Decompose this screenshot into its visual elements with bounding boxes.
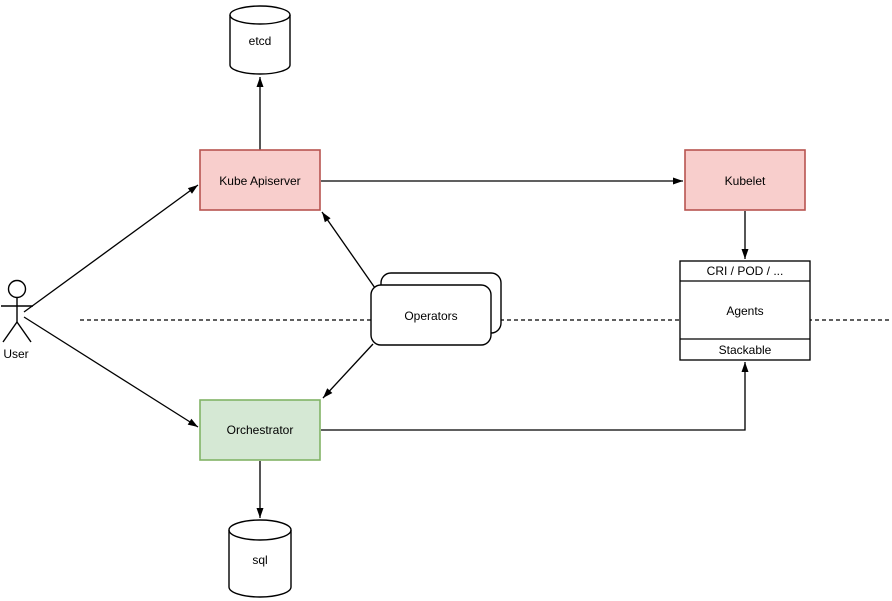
agents-box xyxy=(679,260,811,361)
node-kubelet: Kubelet xyxy=(684,149,806,211)
kube-apiserver-box xyxy=(199,149,321,211)
edge-operators-to-kube-apiserver xyxy=(321,211,376,289)
node-agents: CRI / POD / ... Agents Stackable xyxy=(679,260,811,361)
node-orchestrator: Orchestrator xyxy=(199,399,321,461)
node-sql: sql xyxy=(228,519,292,598)
sql-cylinder-rim xyxy=(228,529,292,541)
user-actor-head xyxy=(7,279,27,299)
orchestrator-box xyxy=(199,399,321,461)
agents-body-label: Agents xyxy=(726,304,763,318)
edge-orchestrator-to-agents xyxy=(321,362,749,431)
agents-footer-label: Stackable xyxy=(719,343,772,357)
node-operators: Operators xyxy=(370,272,502,346)
agents-header-label: CRI / POD / ... xyxy=(707,264,784,278)
user-label: User xyxy=(3,347,28,361)
kube-apiserver-label: Kube Apiserver xyxy=(219,174,300,188)
kubelet-box xyxy=(684,149,806,211)
etcd-label: etcd xyxy=(249,34,272,48)
etcd-cylinder-rim xyxy=(229,14,291,25)
user-actor-right-leg xyxy=(16,321,32,343)
edge-user-to-orchestrator xyxy=(23,316,199,428)
node-etcd: etcd xyxy=(229,5,291,75)
edge-operators-to-orchestrator xyxy=(322,343,374,399)
operators-front-card xyxy=(370,284,492,346)
edge-user-to-kube-apiserver xyxy=(23,184,199,313)
sql-label: sql xyxy=(252,553,267,567)
operators-label: Operators xyxy=(404,309,457,323)
node-user: User xyxy=(1,279,33,361)
node-kube-apiserver: Kube Apiserver xyxy=(199,149,321,211)
orchestrator-label: Orchestrator xyxy=(227,423,294,437)
user-actor-left-leg xyxy=(2,321,18,343)
kubelet-label: Kubelet xyxy=(725,174,766,188)
